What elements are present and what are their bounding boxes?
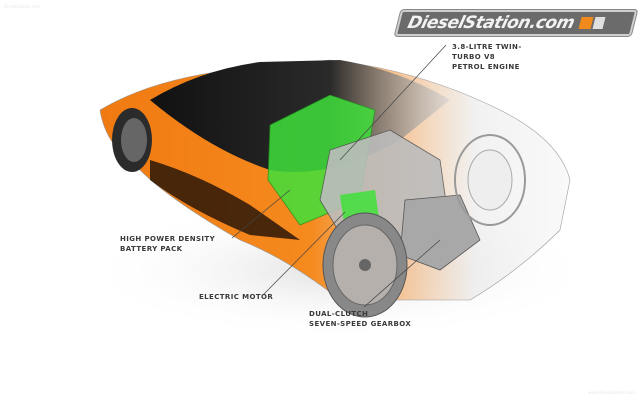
front-wheel xyxy=(112,108,152,172)
motor-callout-line xyxy=(262,211,346,296)
rear-wheel-far xyxy=(454,134,526,226)
rear-wheel-near xyxy=(322,212,408,318)
battery-callout-line xyxy=(231,189,291,239)
watermark-bottom-right: www.DieselStation.com xyxy=(588,390,636,395)
gearbox-label: DUAL-CLUTCH SEVEN-SPEED GEARBOX xyxy=(309,310,412,328)
logo-grey-block xyxy=(592,17,606,29)
logo-orange-block xyxy=(578,17,594,29)
dieselstation-logo: DieselStation.com xyxy=(394,10,638,36)
battery-label: HIGH POWER DENSITY BATTERY PACK xyxy=(120,235,216,253)
motor-label: ELECTRIC MOTOR xyxy=(199,293,274,301)
engine-callout-line xyxy=(339,44,447,161)
engine-label: 3.8-LITRE TWIN- TURBO V8 PETROL ENGINE xyxy=(452,43,522,71)
watermark-top-left: DieselStation.com xyxy=(4,4,41,9)
side-panel xyxy=(150,160,300,240)
gearbox-callout-line xyxy=(363,239,441,308)
